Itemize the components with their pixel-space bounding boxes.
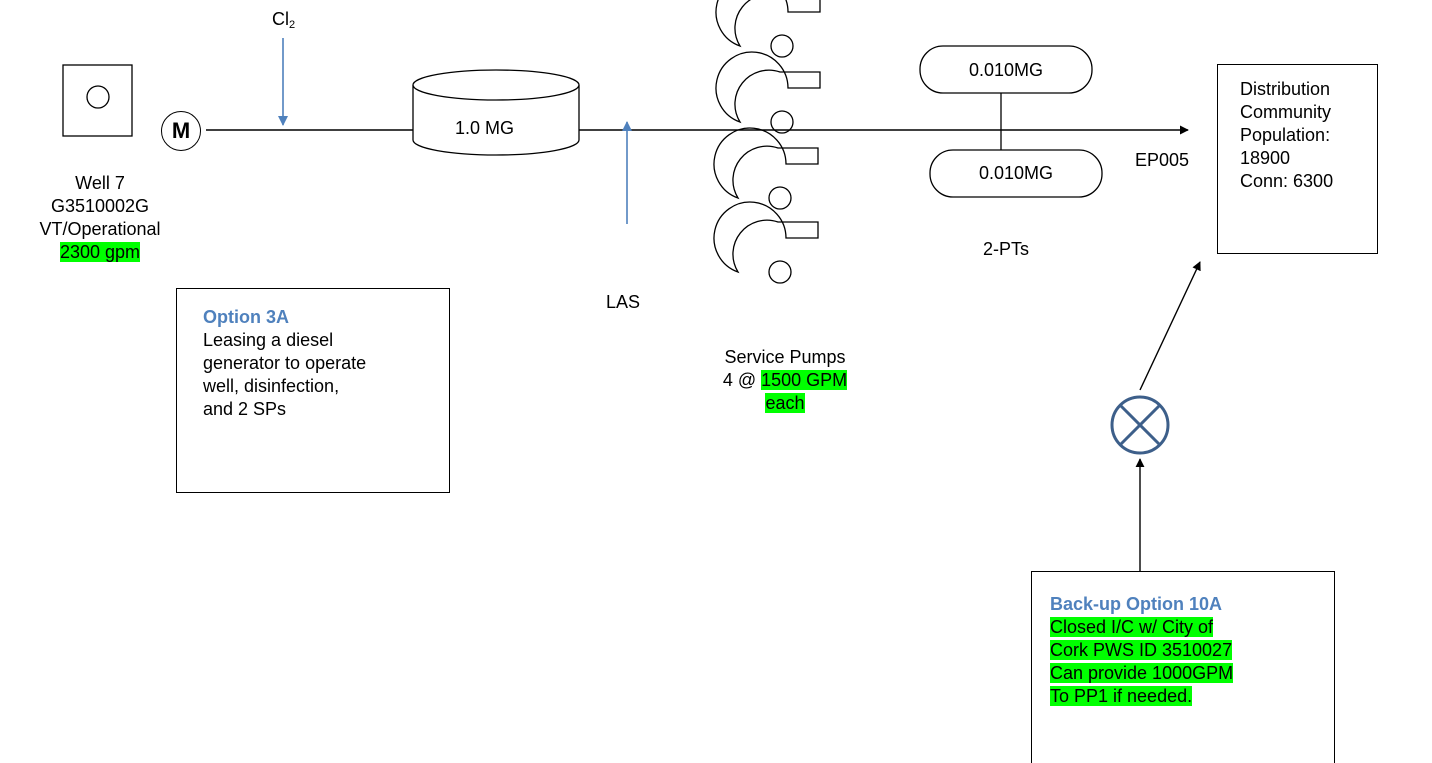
entry-point-label: EP005 xyxy=(1135,150,1190,170)
service-pump-3 xyxy=(713,127,819,210)
option-10a-box: Back-up Option 10A Closed I/C w/ City of… xyxy=(1031,571,1335,763)
distribution-connections: Conn: 6300 xyxy=(1240,171,1334,191)
chlorine-label: Cl2 xyxy=(272,8,295,37)
option-3a-line-2: generator to operate xyxy=(203,353,367,373)
well-icon xyxy=(86,85,110,109)
motor-icon: M xyxy=(161,111,201,151)
well-id: G3510002G xyxy=(50,196,150,216)
pressure-tank-top xyxy=(919,45,1093,94)
service-pumps-rate: 1500 GPM xyxy=(761,370,848,390)
service-pumps-title: Service Pumps xyxy=(724,347,846,367)
las-label: LAS xyxy=(606,292,641,312)
motor-label: M xyxy=(171,118,191,143)
storage-tank xyxy=(412,69,580,156)
well-label: Well 7 G3510002G VT/Operational 2300 gpm xyxy=(8,172,192,264)
pressure-tank-bottom-label: 0.010MG xyxy=(978,163,1054,183)
well-box xyxy=(62,64,133,137)
service-pumps-count: 4 @ xyxy=(722,370,762,390)
option-3a-box: Option 3A Leasing a diesel generator to … xyxy=(176,288,450,493)
service-pump-2 xyxy=(715,51,821,134)
distribution-box: Distribution Community Population: 18900… xyxy=(1217,64,1378,254)
option-10a-line-2: Cork PWS ID 3510027 xyxy=(1050,640,1233,660)
interconnect-arrow-upper xyxy=(1139,261,1201,391)
distribution-line-1: Distribution xyxy=(1240,79,1331,99)
well-flow: 2300 gpm xyxy=(59,242,141,262)
chlorine-symbol: Cl xyxy=(272,9,289,29)
pressure-tank-bottom xyxy=(929,149,1103,198)
service-pumps-each: each xyxy=(765,393,805,413)
service-pumps-label: Service Pumps 4 @ 1500 GPM each xyxy=(680,346,890,415)
distribution-line-3: Population: xyxy=(1240,125,1331,145)
service-pump-1 xyxy=(715,0,821,58)
option-3a-line-3: well, disinfection, xyxy=(203,376,340,396)
option-10a-line-3: Can provide 1000GPM xyxy=(1050,663,1234,683)
chlorine-subscript: 2 xyxy=(289,19,296,31)
option-3a-heading: Option 3A xyxy=(203,307,289,327)
well-status: VT/Operational xyxy=(39,219,161,239)
distribution-population: 18900 xyxy=(1240,148,1291,168)
option-10a-line-1: Closed I/C w/ City of xyxy=(1050,617,1214,637)
option-3a-line-1: Leasing a diesel xyxy=(203,330,334,350)
service-pump-4 xyxy=(713,201,819,284)
tank-capacity-label: 1.0 MG xyxy=(455,118,515,138)
option-3a-line-4: and 2 SPs xyxy=(203,399,287,419)
option-10a-heading: Back-up Option 10A xyxy=(1050,594,1223,614)
well-name: Well 7 xyxy=(75,173,125,193)
distribution-line-2: Community xyxy=(1240,102,1332,122)
option-10a-line-4: To PP1 if needed. xyxy=(1050,686,1193,706)
pressure-tank-top-label: 0.010MG xyxy=(968,60,1044,80)
interconnect-valve-icon xyxy=(1110,395,1170,455)
pressure-tanks-caption: 2-PTs xyxy=(983,239,1030,259)
